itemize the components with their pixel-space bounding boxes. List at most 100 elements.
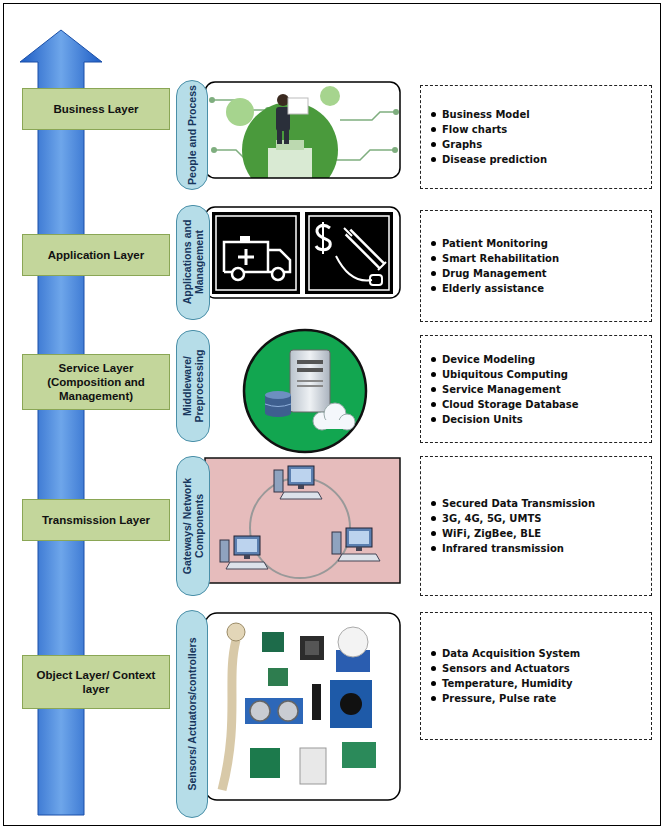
bullet-dot	[431, 157, 436, 162]
list-item-text: Infrared transmission	[442, 543, 564, 554]
network-illustration	[205, 458, 400, 583]
list-item: Sensors and Actuators	[431, 661, 643, 676]
list-item-text: WiFi, ZigBee, BLE	[442, 528, 541, 539]
list-item: Smart Rehabilitation	[431, 251, 643, 266]
category-pill: Gateways/ Network Components	[176, 456, 210, 596]
list-item: Device Modeling	[431, 352, 643, 367]
list-item-text: Flow charts	[442, 124, 507, 135]
bullet-dot	[431, 372, 436, 377]
bullet-dot	[431, 531, 436, 536]
sensors-illustration	[205, 613, 400, 800]
bullet-dot	[431, 666, 436, 671]
layer-box: Application Layer	[22, 234, 170, 276]
bullet-dot	[431, 142, 436, 147]
layer-label: Object Layer/ Context layer	[29, 668, 163, 696]
list-item: 3G, 4G, 5G, UMTS	[431, 511, 643, 526]
list-item-text: Service Management	[442, 384, 561, 395]
bullet-list-box: Secured Data Transmission 3G, 4G, 5G, UMT…	[420, 456, 652, 596]
layer-label: Business Layer	[53, 102, 138, 116]
layer-label-block: Business Layer	[53, 102, 138, 116]
category-pill: Middleware/ Preprocessing	[176, 330, 210, 442]
list-item: Secured Data Transmission	[431, 496, 643, 511]
category-label: People and Process	[186, 84, 198, 186]
layer-label-block: Transmission Layer	[42, 513, 150, 527]
layer-box: Object Layer/ Context layer	[22, 655, 170, 709]
business-illustration	[205, 82, 400, 198]
list-item-text: Ubiquitous Computing	[442, 369, 568, 380]
list-item: Pressure, Pulse rate	[431, 691, 643, 706]
layer-box: Service Layer (Composition and Managemen…	[22, 354, 170, 410]
bullet-dot	[431, 501, 436, 506]
list-item: Temperature, Humidity	[431, 676, 643, 691]
bullet-dot	[431, 256, 436, 261]
layer-label-block: Object Layer/ Context layer	[29, 668, 163, 696]
category-label-block: Applications and Management	[181, 209, 205, 316]
list-item: Disease prediction	[431, 152, 643, 167]
bullet-list-box: Business ModelFlow chartsGraphsDisease p…	[420, 85, 652, 189]
bullet-dot	[431, 127, 436, 132]
bullet-dot	[431, 387, 436, 392]
list-item-text: Disease prediction	[442, 154, 547, 165]
category-label: Applications and Management	[181, 209, 205, 316]
list-item-text: Data Acquisition System	[442, 648, 580, 659]
middleware-illustration	[244, 330, 366, 452]
layer-box: Business Layer	[22, 88, 170, 130]
list-item: Decision Units	[431, 412, 643, 427]
bullet-dot	[431, 271, 436, 276]
list-item-text: Business Model	[442, 109, 530, 120]
category-label-block: Sensors/ Actuators/controllers	[186, 614, 198, 814]
bullet-dot	[431, 286, 436, 291]
category-label: Middleware/ Preprocessing	[181, 334, 205, 438]
list-item: Infrared transmission	[431, 541, 643, 556]
bullet-list-box: Patient MonitoringSmart RehabilitationDr…	[420, 210, 652, 322]
category-label-block: Middleware/ Preprocessing	[181, 334, 205, 438]
list-item: Graphs	[431, 137, 643, 152]
bullet-dot	[431, 417, 436, 422]
bullet-dot	[431, 696, 436, 701]
bullet-list-box: Device ModelingUbiquitous ComputingServi…	[420, 335, 652, 443]
list-item-text: Secured Data Transmission	[442, 498, 595, 509]
list-item: Business Model	[431, 107, 643, 122]
list-item-text: Smart Rehabilitation	[442, 253, 559, 264]
list-item-text: Pressure, Pulse rate	[442, 693, 556, 704]
bullet-dot	[431, 112, 436, 117]
list-item-text: 3G, 4G, 5G, UMTS	[442, 513, 541, 524]
list-item-text: Cloud Storage Database	[442, 399, 579, 410]
list-item: WiFi, ZigBee, BLE	[431, 526, 643, 541]
layer-label-block: Application Layer	[48, 248, 145, 262]
category-pill: Applications and Management	[176, 205, 210, 320]
bullet-list-box: Data Acquisition SystemSensors and Actua…	[420, 612, 652, 740]
list-item: Service Management	[431, 382, 643, 397]
list-item-text: Patient Monitoring	[442, 238, 548, 249]
bullet-dot	[431, 516, 436, 521]
list-item-text: Elderly assistance	[442, 283, 544, 294]
category-pill: People and Process	[176, 80, 208, 190]
list-item-text: Temperature, Humidity	[442, 678, 572, 689]
category-label-block: People and Process	[186, 84, 198, 186]
list-item-text: Graphs	[442, 139, 482, 150]
layer-label: Service Layer (Composition and Managemen…	[29, 361, 163, 403]
bullet-dot	[431, 402, 436, 407]
list-item: Drug Management	[431, 266, 643, 281]
list-item: Cloud Storage Database	[431, 397, 643, 412]
category-label: Sensors/ Actuators/controllers	[186, 614, 198, 814]
category-label-block: Gateways/ Network Components	[181, 460, 205, 592]
application-illustration	[205, 207, 400, 298]
bullet-dot	[431, 357, 436, 362]
bullet-dot	[431, 241, 436, 246]
category-label: Gateways/ Network Components	[181, 460, 205, 592]
list-item: Data Acquisition System	[431, 646, 643, 661]
layer-label-block: Service Layer (Composition and Managemen…	[29, 361, 163, 403]
layer-box: Transmission Layer	[22, 499, 170, 541]
list-item: Ubiquitous Computing	[431, 367, 643, 382]
bullet-dot	[431, 681, 436, 686]
category-pill: Sensors/ Actuators/controllers	[176, 610, 208, 818]
list-item-text: Decision Units	[442, 414, 523, 425]
layer-label: Application Layer	[48, 248, 145, 262]
list-item: Patient Monitoring	[431, 236, 643, 251]
list-item-text: Drug Management	[442, 268, 547, 279]
list-item: Flow charts	[431, 122, 643, 137]
bullet-dot	[431, 651, 436, 656]
bullet-dot	[431, 546, 436, 551]
list-item-text: Device Modeling	[442, 354, 535, 365]
